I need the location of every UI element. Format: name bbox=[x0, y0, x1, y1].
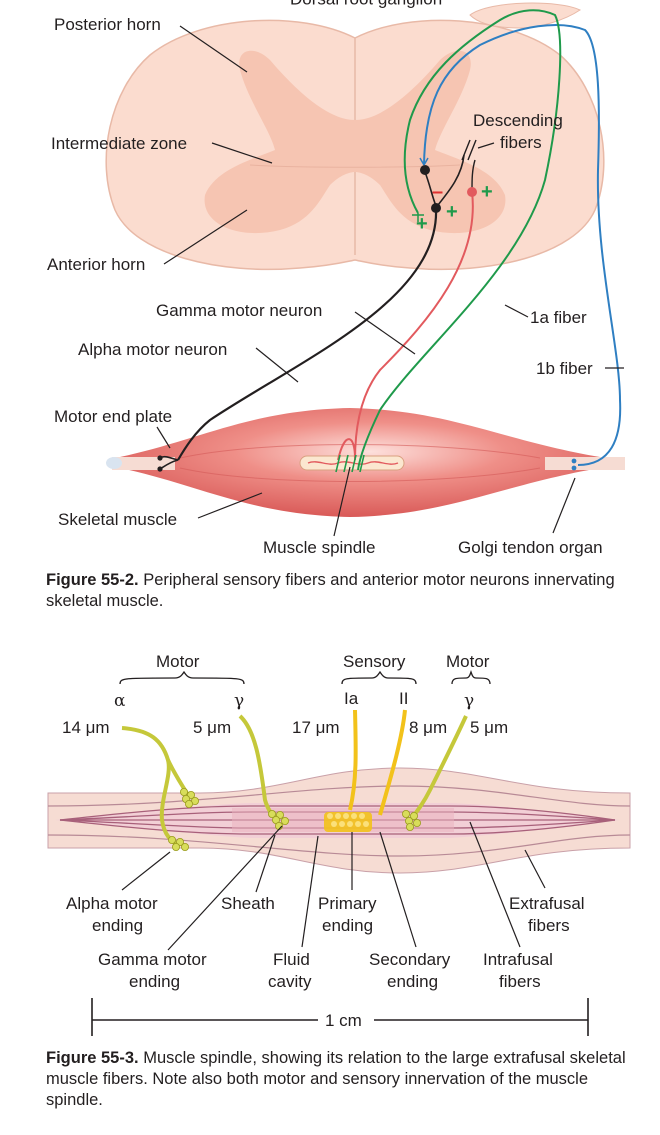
gamma-motor-ending-label-2: ending bbox=[129, 972, 180, 991]
posterior-horn-label: Posterior horn bbox=[54, 15, 161, 34]
skeletal-muscle bbox=[106, 408, 625, 517]
motor-end-plate-label: Motor end plate bbox=[54, 407, 172, 426]
fiber-1b-label: 1b fiber bbox=[536, 359, 593, 378]
figure-55-3-caption: Figure 55-3. Muscle spindle, showing its… bbox=[46, 1048, 636, 1111]
alpha-symbol-label: α bbox=[114, 691, 126, 711]
fluid-cavity-label-1: Fluid bbox=[273, 950, 310, 969]
gamma-motor-ending-label-1: Gamma motor bbox=[98, 950, 207, 969]
scale-label: 1 cm bbox=[325, 1011, 362, 1030]
alpha-motor-neuron-label: Alpha motor neuron bbox=[78, 340, 227, 359]
motor-endings bbox=[167, 788, 421, 852]
sensory-label: Sensory bbox=[343, 652, 406, 671]
scale-bar bbox=[91, 998, 589, 1036]
figure-55-2-caption: Figure 55-2. Peripheral sensory fibers a… bbox=[46, 570, 636, 612]
muscle-spindle-label: Muscle spindle bbox=[263, 538, 375, 557]
intrafusal-fibers-label-1: Intrafusal bbox=[483, 950, 553, 969]
figure-55-3-caption-text: Muscle spindle, showing its relation to … bbox=[46, 1049, 626, 1109]
intermediate-zone-label: Intermediate zone bbox=[51, 134, 187, 153]
alpha-motor-neuron-path bbox=[177, 207, 438, 461]
ia-fiber-path bbox=[348, 709, 358, 811]
descending-fibers-label-1: Descending bbox=[473, 111, 563, 130]
diameter-5-right-label: 5 μm bbox=[470, 718, 508, 737]
ii-label: II bbox=[399, 689, 408, 708]
gamma-right-fiber-path bbox=[410, 715, 468, 820]
figure2-leader-lines bbox=[121, 821, 546, 951]
figure-55-3-caption-title: Figure 55-3. bbox=[46, 1049, 139, 1067]
figure-55-3: Motor Sensory Motor α γ Ia II γ 14 μm 5 … bbox=[47, 652, 631, 1036]
primary-ending-coils bbox=[324, 812, 372, 832]
alpha-fiber-path bbox=[121, 726, 179, 847]
gamma-motor-neuron-label: Gamma motor neuron bbox=[156, 301, 322, 320]
dorsal-root-ganglion-label: Dorsal root ganglion bbox=[290, 0, 442, 8]
figure-55-2: – + + + Dorsal root ganglion Posterior h… bbox=[47, 0, 625, 557]
fluid-cavity-label-2: cavity bbox=[268, 972, 312, 991]
figure-55-2-caption-title: Figure 55-2. bbox=[46, 571, 139, 589]
diameter-8-label: 8 μm bbox=[409, 718, 447, 737]
descending-fibers-label-2: fibers bbox=[500, 133, 542, 152]
gamma-right-symbol-label: γ bbox=[464, 691, 474, 711]
sheath-label: Sheath bbox=[221, 894, 275, 913]
extrafusal-fibers-label-2: fibers bbox=[528, 916, 570, 935]
alpha-motor-ending-label-2: ending bbox=[92, 916, 143, 935]
figure-55-2-caption-text: Peripheral sensory fibers and anterior m… bbox=[46, 571, 615, 610]
excite-sign-2: + bbox=[446, 201, 458, 223]
anterior-horn-label: Anterior horn bbox=[47, 255, 145, 274]
golgi-tendon-organ-label: Golgi tendon organ bbox=[458, 538, 603, 557]
inhibit-sign: – bbox=[432, 181, 443, 203]
extrafusal-fibers-label-1: Extrafusal bbox=[509, 894, 585, 913]
diameter-5-left-label: 5 μm bbox=[193, 718, 231, 737]
nerve-fibers bbox=[157, 9, 622, 473]
primary-ending-label-1: Primary bbox=[318, 894, 377, 913]
figure1-leader-lines bbox=[156, 25, 624, 537]
gamma-left-symbol-label: γ bbox=[234, 691, 244, 711]
skeletal-muscle-label: Skeletal muscle bbox=[58, 510, 177, 529]
intrafusal-fibers-label-2: fibers bbox=[499, 972, 541, 991]
ia-label: Ia bbox=[344, 689, 359, 708]
fiber-1a-path bbox=[357, 9, 562, 471]
excite-sign-3: + bbox=[416, 213, 428, 235]
fiber-1a-label: 1a fiber bbox=[530, 308, 587, 327]
secondary-ending-label-2: ending bbox=[387, 972, 438, 991]
secondary-ending-label-1: Secondary bbox=[369, 950, 451, 969]
group-braces bbox=[119, 669, 491, 685]
ii-fiber-path bbox=[378, 709, 407, 816]
excite-sign-1: + bbox=[481, 181, 493, 203]
diameter-14-label: 14 μm bbox=[62, 718, 110, 737]
motor-right-label: Motor bbox=[446, 652, 490, 671]
fiber-1b-path bbox=[423, 24, 622, 466]
gamma-motor-neuron-path bbox=[354, 191, 474, 461]
alpha-motor-ending-label-1: Alpha motor bbox=[66, 894, 158, 913]
diameter-17-label: 17 μm bbox=[292, 718, 340, 737]
motor-left-label: Motor bbox=[156, 652, 200, 671]
primary-ending-label-2: ending bbox=[322, 916, 373, 935]
